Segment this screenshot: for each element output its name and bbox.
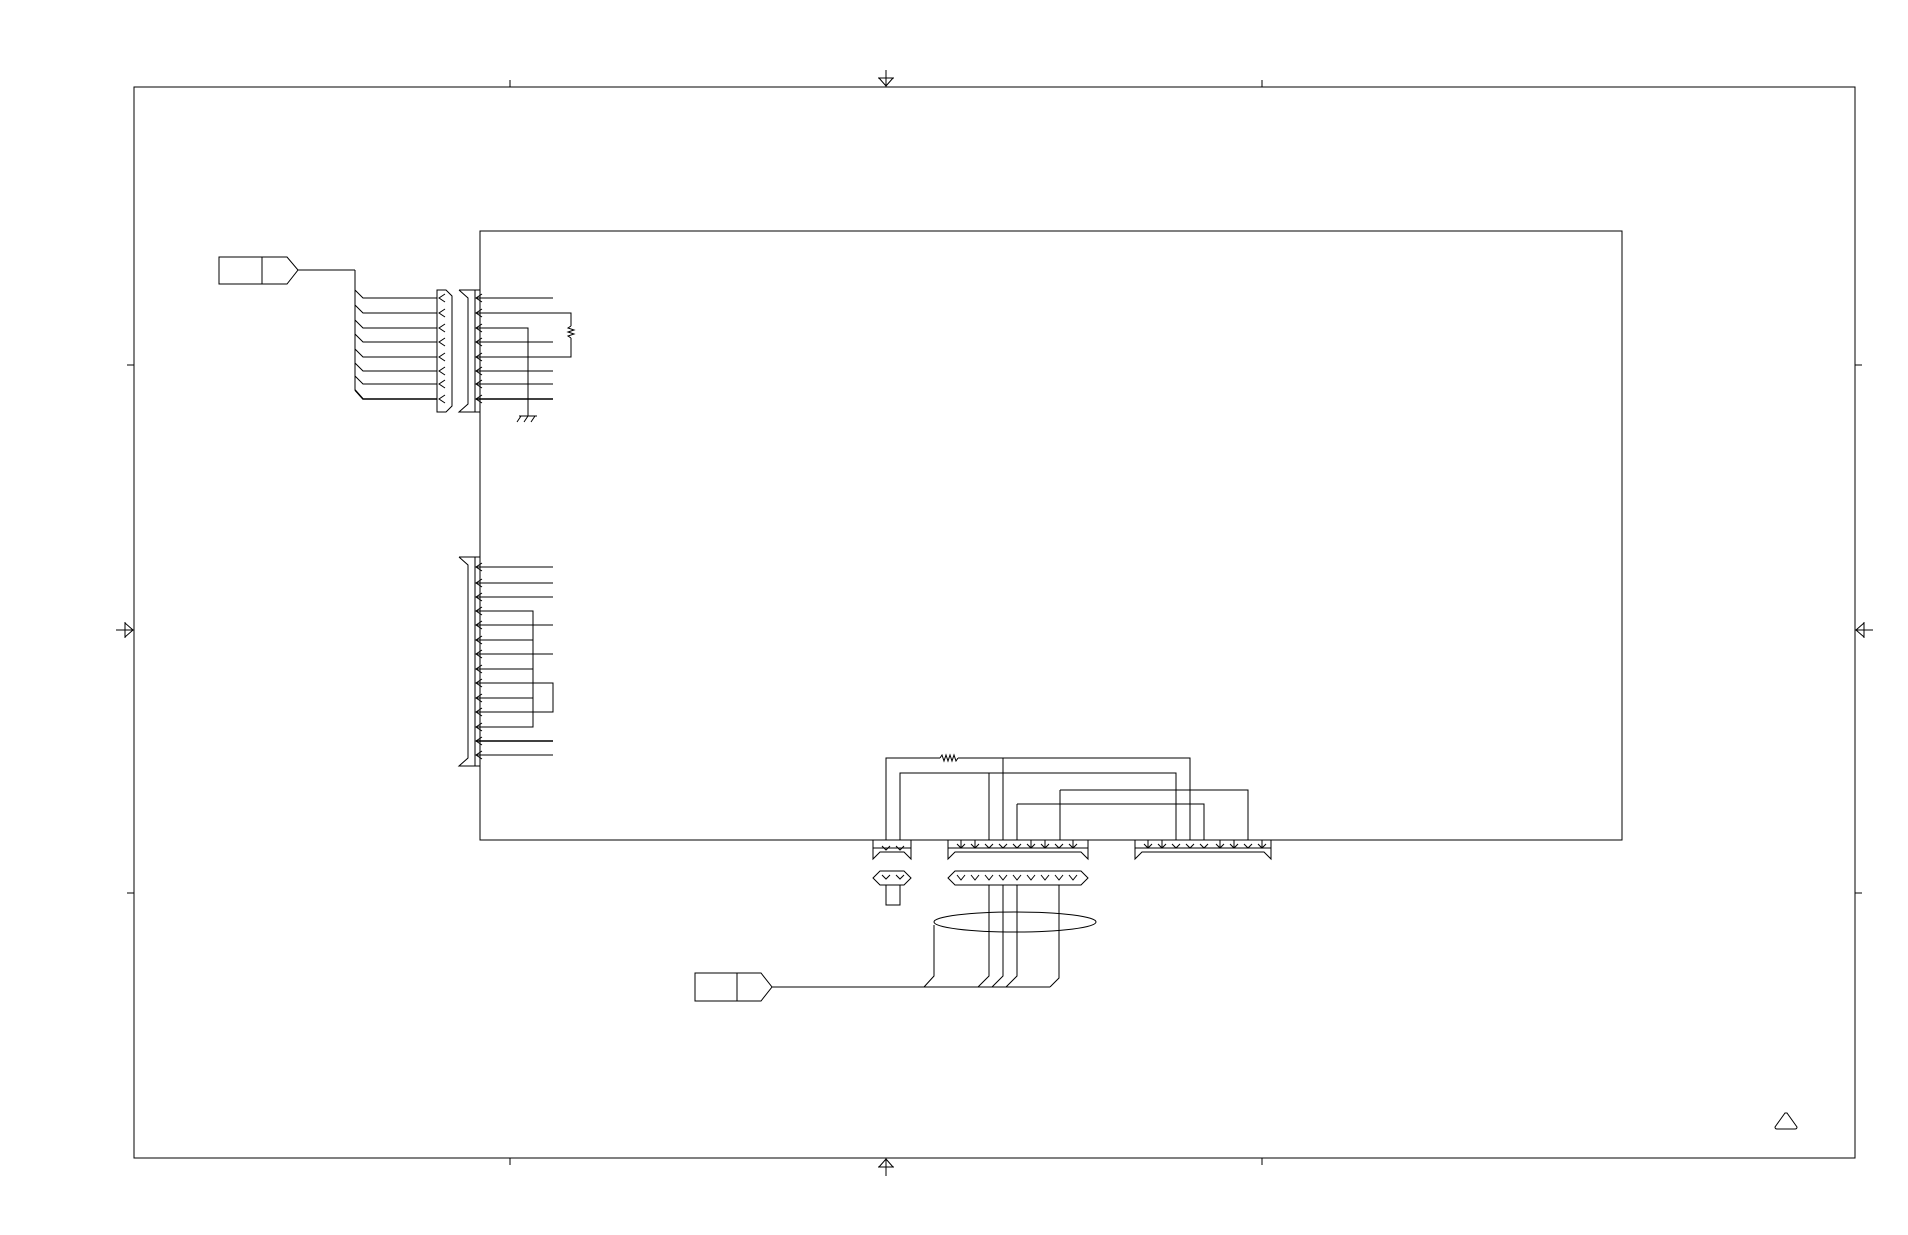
connector-left-top [459, 290, 480, 412]
connector-left-middle-pins [476, 563, 553, 759]
drawing-frame [127, 80, 1862, 1165]
connector-left-top-pins [476, 294, 553, 412]
resistor-top [553, 313, 574, 357]
harness-top-left[interactable] [355, 270, 437, 399]
resistor-bottom [940, 755, 958, 761]
centering-mark-top [878, 70, 894, 87]
off-page-connector-top-left [219, 257, 355, 284]
plug-housing-left-top [437, 290, 452, 412]
plug-pins-left-top [439, 294, 445, 403]
bottom-internal-wiring [886, 758, 1248, 840]
triangle-icon [1775, 1113, 1797, 1129]
connector-bottom-b [948, 840, 1088, 859]
plug-bottom-b [948, 871, 1088, 885]
connector-bottom-a [873, 840, 911, 905]
off-page-connector-bottom [695, 973, 772, 1001]
connector-left-middle [459, 557, 480, 766]
cable-bundle-bottom[interactable] [772, 885, 1096, 987]
centering-mark-left [116, 622, 134, 638]
centering-mark-bottom [878, 1158, 894, 1176]
chassis-ground-icon [517, 412, 537, 422]
main-board-outline [480, 231, 1622, 840]
centering-mark-right [1855, 622, 1873, 638]
connector-bottom-c [1135, 840, 1271, 859]
